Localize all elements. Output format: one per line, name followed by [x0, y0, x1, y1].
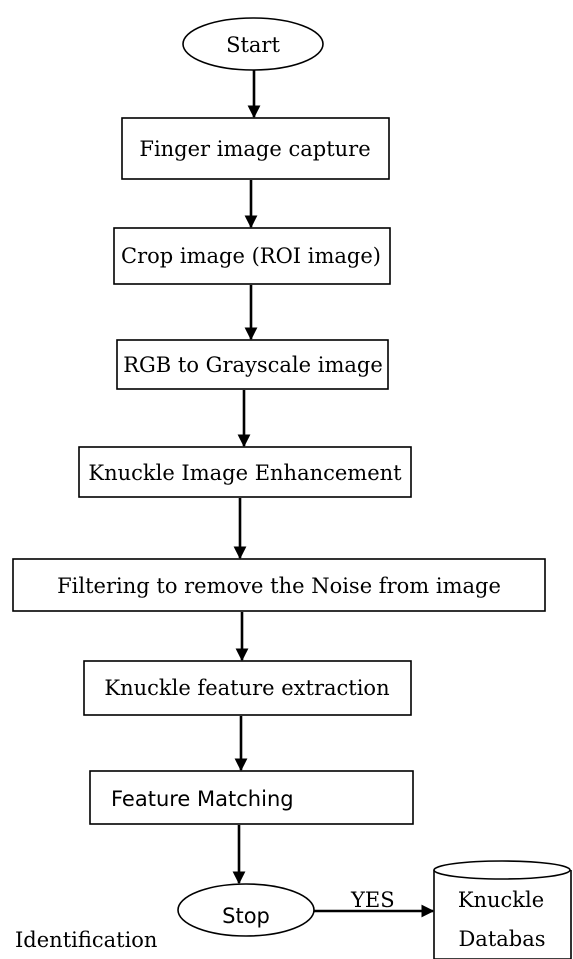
step-label: Crop image (ROI image)	[121, 244, 381, 268]
step-filtering-noise: Filtering to remove the Noise from image	[12, 558, 546, 612]
step-label: Finger image capture	[139, 137, 370, 161]
database-label-line1: Knuckle	[458, 888, 544, 912]
step-knuckle-feature-extraction: Knuckle feature extraction	[83, 660, 412, 716]
stop-label: Stop	[222, 904, 270, 928]
step-box	[113, 227, 391, 285]
database-body	[433, 870, 572, 959]
step-box	[121, 117, 390, 180]
step-label: Knuckle feature extraction	[104, 676, 389, 700]
step-box	[12, 558, 546, 612]
identification-label: Identification	[15, 928, 157, 952]
step-box	[89, 770, 414, 825]
database-label-line2: Databas	[458, 927, 545, 951]
knuckle-database: Knuckle Databas	[433, 860, 572, 959]
step-finger-image-capture: Finger image capture	[121, 117, 390, 180]
step-label: Feature Matching	[111, 787, 294, 811]
step-box	[83, 660, 412, 716]
yes-label: YES	[350, 888, 395, 912]
step-crop-image: Crop image (ROI image)	[113, 227, 391, 285]
start-node: Start	[182, 17, 324, 71]
step-knuckle-image-enhancement: Knuckle Image Enhancement	[78, 446, 412, 498]
database-top	[433, 860, 571, 880]
step-box	[78, 446, 412, 498]
step-feature-matching: Feature Matching	[89, 770, 414, 825]
step-label: RGB to Grayscale image	[123, 353, 383, 377]
start-label: Start	[226, 33, 280, 57]
stop-node: Stop	[177, 883, 315, 937]
step-label: Knuckle Image Enhancement	[88, 461, 402, 485]
step-label: Filtering to remove the Noise from image	[57, 574, 501, 598]
step-box	[116, 339, 389, 390]
step-rgb-to-grayscale: RGB to Grayscale image	[116, 339, 389, 390]
